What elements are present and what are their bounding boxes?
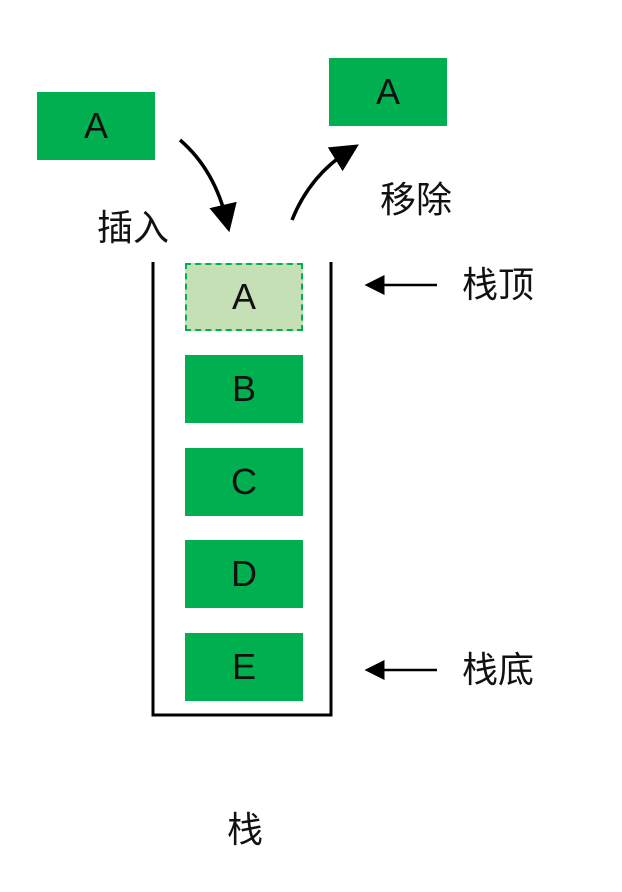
stack-item: C — [185, 448, 303, 516]
incoming-item: A — [37, 92, 155, 160]
item-label: D — [231, 553, 257, 594]
remove-caption: 移除 — [380, 179, 453, 220]
insert-arrow — [178, 138, 237, 233]
insert-caption: 插入 — [97, 207, 170, 248]
item-label: A — [83, 105, 108, 146]
remove-arrow — [290, 144, 359, 221]
stack-container — [151, 262, 333, 717]
item-label: B — [231, 368, 256, 409]
stack-item: D — [185, 540, 303, 608]
stack-item-top-ghost: A — [185, 263, 303, 331]
stack-caption: 栈 — [227, 809, 264, 850]
stack-bottom-label: 栈底 — [462, 649, 535, 690]
stack-item: E — [185, 633, 303, 701]
outgoing-item: A — [329, 58, 447, 126]
item-label: C — [231, 461, 257, 502]
item-label: A — [375, 71, 400, 112]
item-label: E — [231, 646, 256, 687]
stack-top-label: 栈顶 — [462, 264, 535, 305]
stack-item: B — [185, 355, 303, 423]
item-label: A — [231, 276, 256, 317]
